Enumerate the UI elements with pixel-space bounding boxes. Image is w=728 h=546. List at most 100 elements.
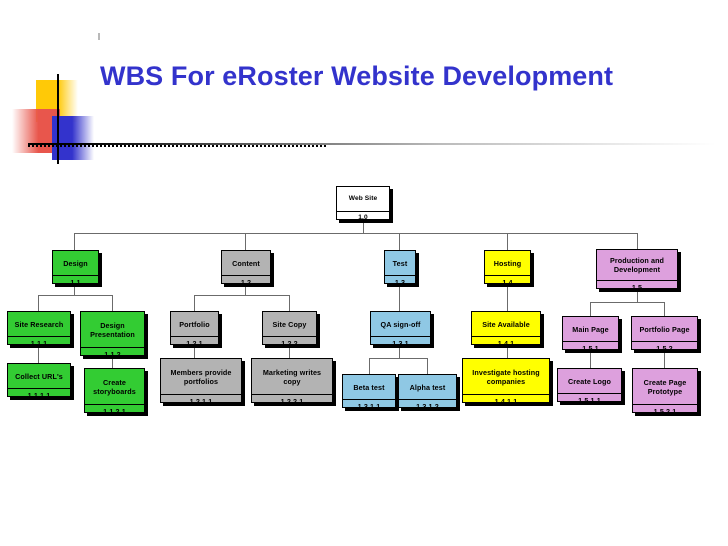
- wbs-node-number: 1.2.1.1: [189, 397, 213, 406]
- wbs-connector: [369, 358, 428, 359]
- wbs-node-1-3[interactable]: Test 1.3: [384, 250, 416, 287]
- wbs-node-1-4-1-1[interactable]: Investigate hosting companies 1.4.1.1: [462, 358, 550, 406]
- title-underline-dots: [28, 145, 328, 147]
- wbs-node-1-0[interactable]: Web Site 1.0: [336, 186, 390, 221]
- wbs-connector: [590, 350, 591, 368]
- wbs-node-name: Create Page Prototype: [633, 369, 697, 405]
- wbs-connector: [38, 295, 39, 311]
- title-underline-rule: [28, 143, 716, 145]
- wbs-node-name: Web Site: [337, 187, 389, 212]
- wbs-node-number: 1.2.2: [281, 339, 298, 348]
- wbs-node-number: 1.5.1.1: [578, 396, 601, 405]
- wbs-node-number: 1.3.1.2: [416, 402, 439, 411]
- wbs-connector: [38, 295, 113, 296]
- wbs-node-number: 1.4.1.1: [494, 397, 518, 406]
- wbs-node-number: 1.0: [358, 214, 368, 222]
- wbs-connector: [427, 358, 428, 374]
- wbs-connector: [38, 345, 39, 363]
- wbs-node-number: 1.3.1: [392, 339, 409, 348]
- wbs-node-1-1-1-1[interactable]: Collect URL's 1.1.1.1: [7, 363, 71, 400]
- wbs-connector: [112, 356, 113, 368]
- wbs-node-1-5-1-1[interactable]: Create Logo 1.5.1.1: [557, 368, 622, 405]
- wbs-node-1-2-1-1[interactable]: Members provide portfolios 1.2.1.1: [160, 358, 242, 406]
- wbs-connector: [194, 295, 290, 296]
- wbs-node-1-2[interactable]: Content 1.2: [221, 250, 271, 287]
- page-title: WBS For eRoster Website Development: [100, 61, 614, 91]
- wbs-connector: [74, 233, 75, 250]
- wbs-node-number: 1.2.2.1: [280, 397, 304, 406]
- wbs-node-number: 1.5.2: [656, 344, 673, 353]
- wbs-node-number: 1.2: [240, 278, 252, 287]
- page-title-block: WBS For eRoster Website Development: [100, 58, 660, 94]
- wbs-node-name: Beta test: [343, 375, 395, 400]
- wbs-node-name: Test: [385, 251, 415, 276]
- wbs-node-1-4-1[interactable]: Site Available 1.4.1: [471, 311, 541, 348]
- wbs-node-1-3-1[interactable]: QA sign-off 1.3.1: [370, 311, 431, 348]
- wbs-node-name: Members provide portfolios: [161, 359, 241, 395]
- wbs-connector: [399, 284, 400, 311]
- decoration-square-blue: [52, 116, 94, 160]
- wbs-node-name: Production and Development: [597, 250, 677, 281]
- wbs-node-number: 1.1: [70, 278, 81, 287]
- wbs-node-name: Investigate hosting companies: [463, 359, 549, 395]
- wbs-node-name: Marketing writes copy: [252, 359, 332, 395]
- wbs-node-name: Collect URL's: [8, 364, 70, 389]
- wbs-connector: [637, 289, 638, 302]
- wbs-node-name: Create storyboards: [85, 369, 144, 405]
- decoration-vertical-line: [57, 74, 59, 164]
- wbs-node-name: Alpha test: [399, 375, 456, 400]
- wbs-connector: [399, 345, 400, 358]
- wbs-node-name: Create Logo: [558, 369, 621, 394]
- slide-corner-mark: [98, 33, 100, 40]
- wbs-connector: [507, 284, 508, 311]
- wbs-node-name: Portfolio: [171, 312, 218, 337]
- wbs-connector: [507, 233, 508, 250]
- wbs-node-number: 1.4.1: [497, 339, 515, 348]
- wbs-connector: [637, 233, 638, 249]
- wbs-connector: [363, 220, 364, 233]
- wbs-node-1-3-1-2[interactable]: Alpha test 1.3.1.2: [398, 374, 457, 411]
- wbs-node-1-1-2[interactable]: Design Presentation 1.1.2: [80, 311, 145, 359]
- wbs-node-name: Design Presentation: [81, 312, 144, 348]
- wbs-node-number: 1.1.2: [104, 350, 121, 359]
- wbs-connector: [590, 302, 665, 303]
- wbs-node-number: 1.3.1.1: [357, 402, 381, 411]
- wbs-node-name: QA sign-off: [371, 312, 430, 337]
- wbs-node-name: Site Research: [8, 312, 70, 337]
- wbs-node-number: 1.1.2.1: [103, 407, 126, 416]
- wbs-connector: [74, 284, 75, 295]
- wbs-node-name: Site Available: [472, 312, 540, 337]
- wbs-node-1-1-1[interactable]: Site Research 1.1.1: [7, 311, 71, 348]
- wbs-node-name: Main Page: [563, 317, 618, 342]
- wbs-connector: [194, 345, 195, 358]
- wbs-connector: [289, 295, 290, 311]
- wbs-node-number: 1.3: [394, 278, 406, 287]
- wbs-connector: [245, 284, 246, 295]
- wbs-connector: [664, 302, 665, 316]
- wbs-node-name: Hosting: [485, 251, 530, 276]
- wbs-node-number: 1.1.1.1: [27, 391, 51, 400]
- wbs-connector: [399, 233, 400, 250]
- wbs-node-1-2-2-1[interactable]: Marketing writes copy 1.2.2.1: [251, 358, 333, 406]
- wbs-connector: [194, 295, 195, 311]
- wbs-connector: [112, 295, 113, 311]
- wbs-connector: [369, 358, 370, 374]
- wbs-connector: [245, 233, 246, 250]
- wbs-connector: [74, 233, 637, 234]
- wbs-node-name: Portfolio Page: [632, 317, 697, 342]
- wbs-node-number: 1.1.1: [30, 339, 48, 348]
- wbs-connector: [289, 345, 290, 358]
- wbs-node-1-1-2-1[interactable]: Create storyboards 1.1.2.1: [84, 368, 145, 416]
- wbs-node-1-5-2[interactable]: Portfolio Page 1.5.2: [631, 316, 698, 353]
- wbs-node-name: Content: [222, 251, 270, 276]
- wbs-node-1-3-1-1[interactable]: Beta test 1.3.1.1: [342, 374, 396, 411]
- title-decoration-graphic: [8, 74, 108, 164]
